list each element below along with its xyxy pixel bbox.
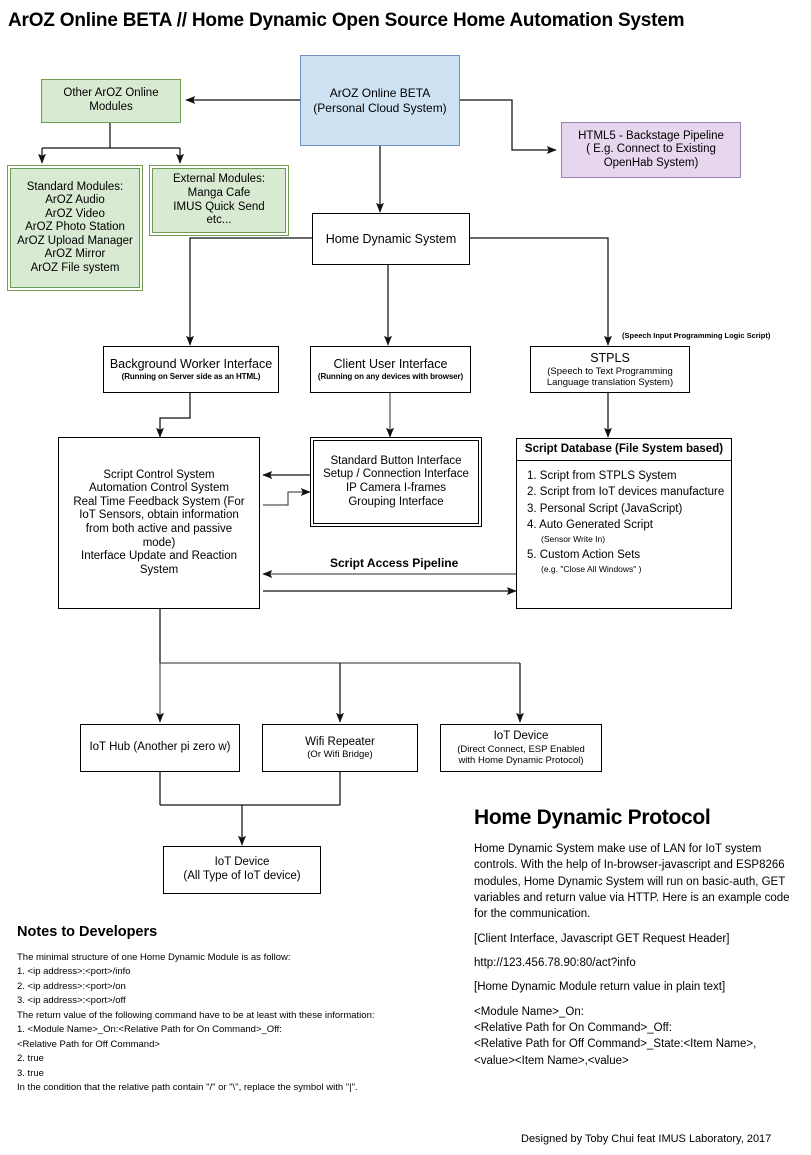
notes-section: Notes to Developers The minimal structur… (17, 924, 457, 1095)
node-line: System (139, 563, 179, 576)
node-subline: (Speech to Text Programming (547, 365, 673, 377)
node-line: IP Camera I-frames (345, 482, 447, 494)
node-line: ArOZ File system (30, 261, 120, 274)
node-standard-modules[interactable]: Standard Modules: ArOZ Audio ArOZ Video … (7, 165, 143, 291)
node-line: Home Dynamic System (325, 231, 457, 246)
node-line: Other ArOZ Online (63, 87, 159, 100)
notes-line: 3. <ip address>:<port>/off (17, 995, 126, 1007)
node-line: ArOZ Upload Manager (17, 234, 133, 247)
node-iot-device-direct[interactable]: IoT Device (Direct Connect, ESP Enabled … (440, 724, 602, 772)
node-subline: (Running on Server side as an HTML) (121, 372, 261, 382)
node-line: Modules (89, 101, 133, 113)
node-line: ArOZ Audio (45, 194, 105, 207)
script-database-list: 1. Script from STPLS System 2. Script fr… (517, 461, 731, 577)
node-line: etc... (206, 214, 232, 227)
node-line: ArOZ Online BETA (329, 86, 431, 101)
notes-line: 2. true (17, 1053, 44, 1065)
protocol-return-line: <Relative Path for Off Command>_State:<I… (474, 1038, 757, 1051)
node-line: STPLS (590, 350, 630, 365)
node-subline: Language translation System) (546, 376, 674, 388)
edge-label-stpls-caption: (Speech Input Programming Logic Script) (622, 331, 771, 340)
protocol-request-example: http://123.456.78.90:80/act?info (474, 956, 636, 969)
node-html5-backstage-pipeline[interactable]: HTML5 - Backstage Pipeline ( E.g. Connec… (561, 122, 741, 178)
node-line: ArOZ Video (45, 207, 105, 220)
node-line: Standard Button Interface (330, 454, 462, 467)
node-external-modules[interactable]: External Modules: Manga Cafe IMUS Quick … (149, 165, 289, 236)
list-item: 2. Script from IoT devices manufacture (527, 486, 725, 499)
protocol-paragraph: Home Dynamic System make use of LAN for … (474, 843, 790, 921)
node-line: IoT Device (214, 856, 270, 869)
node-client-user-interface[interactable]: Client User Interface (Running on any de… (310, 346, 471, 393)
node-line: Standard Modules: (26, 180, 124, 193)
node-script-control-system[interactable]: Script Control System Automation Control… (58, 437, 260, 609)
node-line: IoT Sensors, obtain information (79, 509, 239, 522)
notes-line: 1. <Module Name>_On:<Relative Path for O… (17, 1024, 282, 1036)
notes-heading: Notes to Developers (17, 924, 158, 940)
node-iot-hub[interactable]: IoT Hub (Another pi zero w) (80, 724, 240, 772)
node-standard-button-interface[interactable]: Standard Button Interface Setup / Connec… (310, 437, 482, 527)
node-line: mode) (142, 536, 176, 549)
node-line: IMUS Quick Send (173, 200, 265, 213)
node-line: OpenHab System) (603, 156, 699, 169)
node-line: ( E.g. Connect to Existing (586, 143, 716, 156)
node-iot-device-all[interactable]: IoT Device (All Type of IoT device) (163, 846, 321, 894)
node-other-aroz-modules[interactable]: Other ArOZ Online Modules (41, 79, 181, 123)
node-subline: (Or Wifi Bridge) (307, 749, 373, 761)
node-line: IoT Hub (Another pi zero w) (89, 741, 231, 754)
node-line: Automation Control System (89, 482, 229, 495)
list-item: 4. Auto Generated Script (527, 518, 653, 531)
footer-credit: Designed by Toby Chui feat IMUS Laborato… (521, 1133, 772, 1145)
node-line: Wifi Repeater (305, 735, 375, 748)
node-line: from both active and passive (85, 523, 233, 535)
node-line: (Personal Cloud System) (313, 100, 447, 115)
node-line: Interface Update and Reaction (81, 550, 237, 563)
script-database-header: Script Database (File System based) (517, 439, 731, 461)
node-wifi-repeater[interactable]: Wifi Repeater (Or Wifi Bridge) (262, 724, 418, 772)
list-item: 5. Custom Action Sets (527, 548, 641, 561)
node-stpls[interactable]: STPLS (Speech to Text Programming Langua… (530, 346, 690, 393)
notes-line: The minimal structure of one Home Dynami… (17, 952, 291, 963)
protocol-return-line: <value><Item Name>,<value> (474, 1054, 629, 1067)
node-aroz-online-beta[interactable]: ArOZ Online BETA (Personal Cloud System) (300, 55, 460, 146)
edge-label-script-access-pipeline: Script Access Pipeline (330, 556, 459, 570)
list-item-note: (e.g. "Close All Windows" ) (541, 564, 642, 575)
node-line: Manga Cafe (187, 186, 251, 199)
protocol-section: Home Dynamic Protocol Home Dynamic Syste… (474, 806, 794, 1069)
notes-line: In the condition that the relative path … (17, 1081, 358, 1093)
node-subline: with Home Dynamic Protocol) (458, 754, 584, 766)
list-item-note: (Sensor Write In) (541, 534, 606, 545)
node-line: ArOZ Photo Station (25, 221, 125, 234)
protocol-return-line: <Module Name>_On: (474, 1005, 584, 1018)
node-line: Client User Interface (333, 357, 448, 372)
protocol-return-line: <Relative Path for On Command>_Off: (474, 1021, 672, 1034)
protocol-heading: Home Dynamic Protocol (474, 806, 711, 829)
protocol-request-header-label: [Client Interface, Javascript GET Reques… (474, 932, 730, 945)
node-line: IoT Device (493, 730, 549, 743)
node-line: (All Type of IoT device) (183, 870, 301, 882)
list-item: 1. Script from STPLS System (527, 470, 677, 482)
protocol-return-label: [Home Dynamic Module return value in pla… (474, 981, 726, 994)
node-line: Script Control System (103, 468, 215, 481)
page-title: ArOZ Online BETA // Home Dynamic Open So… (8, 10, 685, 31)
node-line: External Modules: (172, 173, 266, 186)
notes-line: 3. true (17, 1067, 44, 1079)
node-script-database[interactable]: Script Database (File System based) 1. S… (516, 438, 732, 609)
notes-line: 1. <ip address>:<port>/info (17, 966, 131, 978)
node-subline: (Direct Connect, ESP Enabled (457, 743, 585, 755)
notes-line: The return value of the following comman… (17, 1009, 375, 1021)
node-subline: (Running on any devices with browser) (317, 372, 464, 382)
node-background-worker-interface[interactable]: Background Worker Interface (Running on … (103, 346, 279, 393)
node-line: HTML5 - Backstage Pipeline (578, 129, 724, 142)
node-line: Setup / Connection Interface (323, 468, 469, 481)
list-item: 3. Personal Script (JavaScript) (527, 502, 683, 515)
node-line: ArOZ Mirror (44, 248, 106, 261)
notes-line: <Relative Path for Off Command> (17, 1038, 160, 1050)
notes-line: 2. <ip address>:<port>/on (17, 980, 126, 992)
node-home-dynamic-system[interactable]: Home Dynamic System (312, 213, 470, 265)
node-line: Grouping Interface (348, 495, 444, 508)
node-line: Real Time Feedback System (For (73, 495, 245, 508)
node-line: Background Worker Interface (109, 357, 273, 372)
